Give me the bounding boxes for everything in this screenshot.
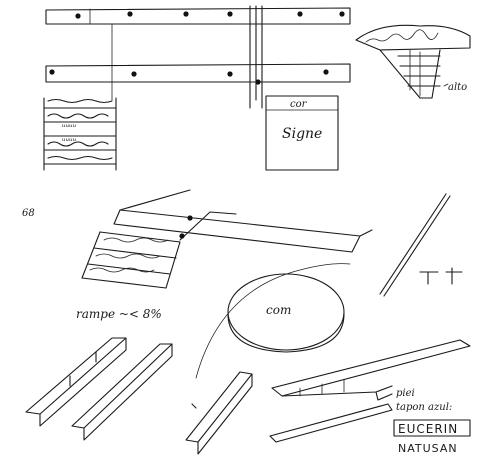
section-detail: alto xyxy=(355,24,471,99)
box-label-1: ᵤᵤᵤᵤ xyxy=(62,120,77,130)
middle-beam-bolt-4 xyxy=(255,79,261,85)
bench-perspective xyxy=(81,189,373,289)
upper-beam-bolt-6 xyxy=(339,11,345,17)
diagonal-post xyxy=(379,193,463,297)
label-eucerin: EUCERIN xyxy=(398,422,458,436)
notes: piei tapon azul: EUCERIN NATUSAN xyxy=(393,388,471,455)
channel-profile-1 xyxy=(25,337,127,427)
upper-beam-bolt-4 xyxy=(227,11,233,17)
note-line-2: tapon azul: xyxy=(396,402,452,413)
page-number: 68 xyxy=(22,208,35,219)
middle-beam-bolt-3 xyxy=(227,71,233,77)
sign-panel: cor Signe xyxy=(265,95,339,171)
round-table: com xyxy=(195,263,351,379)
channel-profile-3 xyxy=(185,371,253,455)
middle-beam xyxy=(45,63,351,85)
upper-beam xyxy=(45,7,351,25)
middle-beam-bolt-5 xyxy=(323,69,329,75)
label-alto: alto xyxy=(448,82,467,93)
vertical-post xyxy=(111,5,263,109)
middle-beam-bolt-1 xyxy=(49,69,55,75)
bench-bolt-2 xyxy=(179,233,185,239)
box-label-2: ᵤᵤᵤᵤ xyxy=(62,134,77,144)
upper-beam-bolt-2 xyxy=(127,11,133,17)
label-rampa: rampe ~< 8% xyxy=(76,307,162,321)
stacked-boxes: ᵤᵤᵤᵤ ᵤᵤᵤᵤ xyxy=(43,97,117,171)
note-line-1: piei xyxy=(396,388,415,399)
sign-top-text: cor xyxy=(290,99,308,110)
label-com: com xyxy=(266,303,291,317)
middle-beam-bolt-2 xyxy=(131,71,137,77)
ramp-detail xyxy=(269,339,471,443)
channel-profile-2 xyxy=(71,343,173,441)
upper-beam-bolt-1 xyxy=(75,13,81,19)
upper-beam-bolt-5 xyxy=(297,11,303,17)
eucerin-box xyxy=(393,419,471,437)
bench-bolt-1 xyxy=(187,215,193,221)
label-natusan: NATUSAN xyxy=(398,442,458,455)
sign-signature: Signe xyxy=(282,126,322,142)
upper-beam-bolt-3 xyxy=(183,11,189,17)
